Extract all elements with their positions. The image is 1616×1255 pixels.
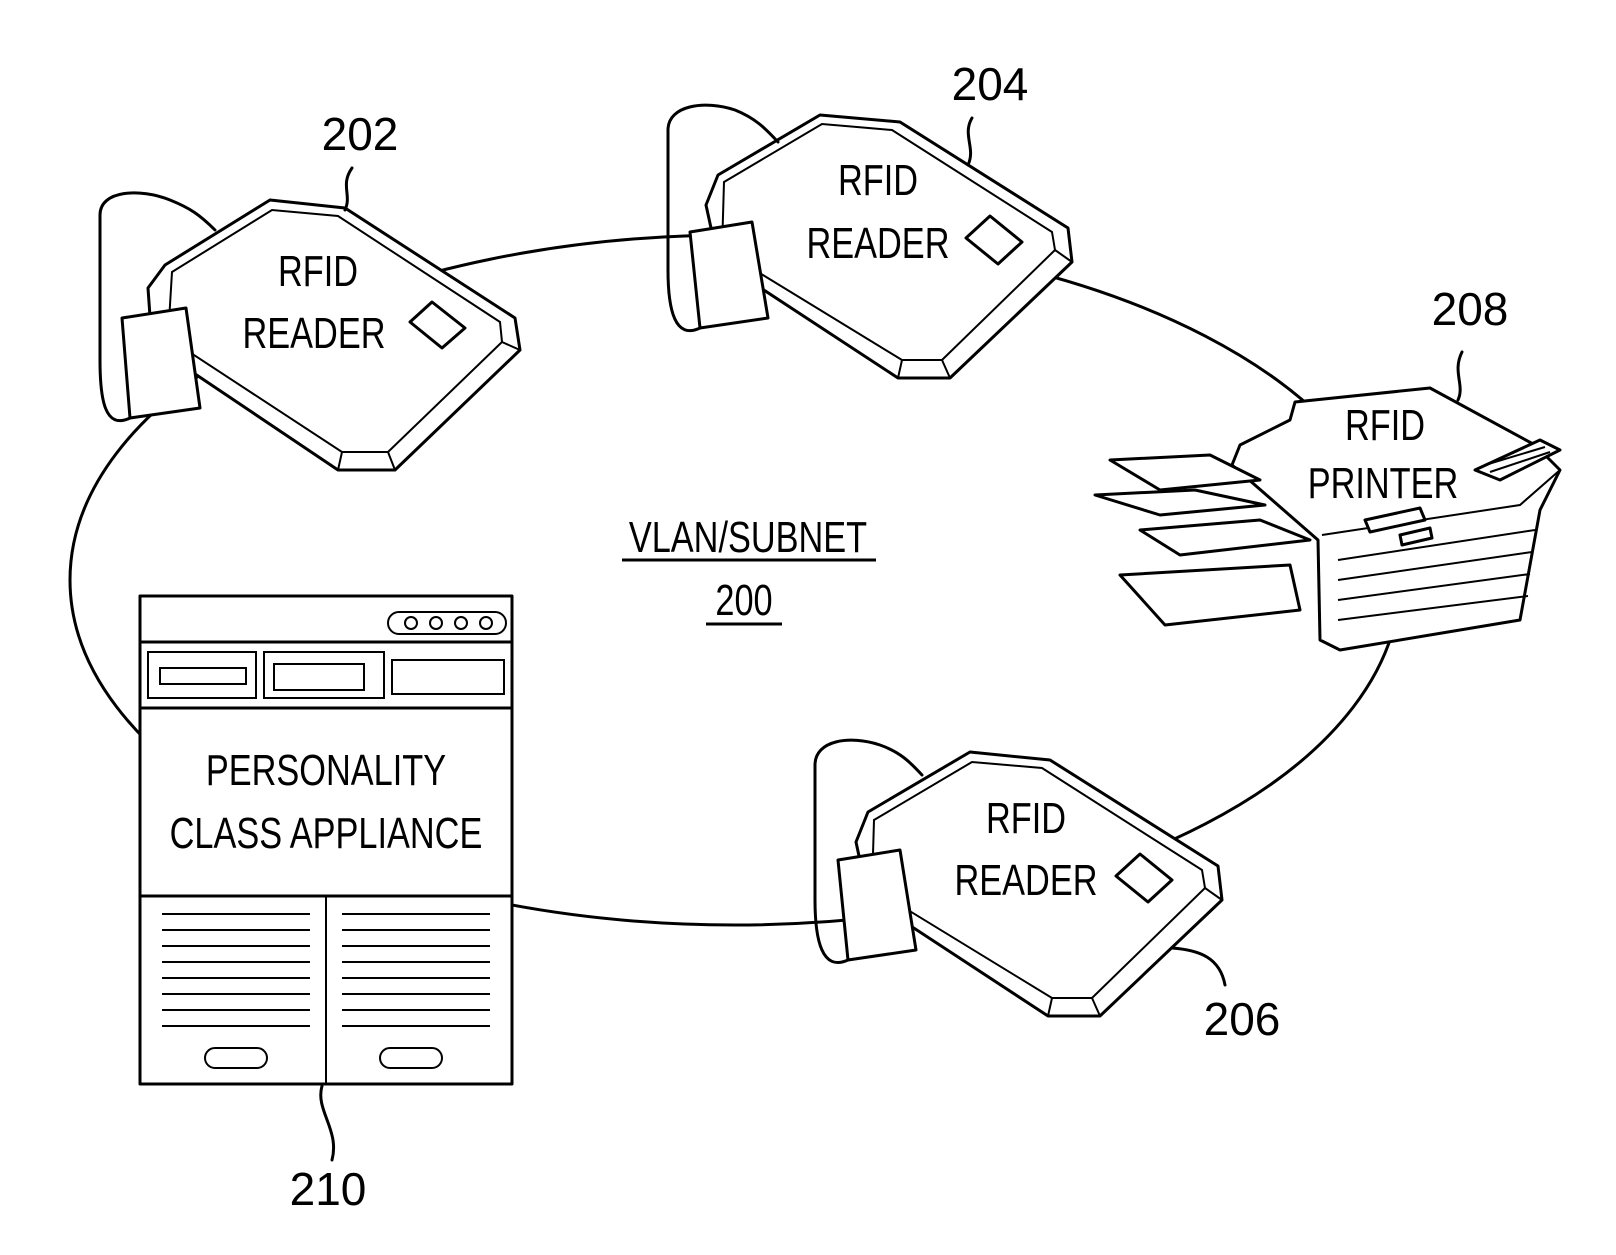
rfid-printer-208: RFID PRINTER 208 <box>1095 283 1560 650</box>
network-ref: 200 <box>715 576 772 625</box>
printer-208-line1: RFID <box>1345 401 1425 450</box>
reader-206-line1: RFID <box>986 794 1066 843</box>
reader-202-line1: RFID <box>278 247 358 296</box>
reader-204-line1: RFID <box>838 156 918 205</box>
reader-204-ref: 204 <box>952 58 1029 110</box>
network-label-group: VLAN/SUBNET 200 <box>622 513 876 625</box>
personality-class-appliance-210: PERSONALITY CLASS APPLIANCE 210 <box>140 596 512 1215</box>
reader-204-line2: READER <box>807 219 950 268</box>
printer-208-line2: PRINTER <box>1308 459 1459 508</box>
printer-208-ref: 208 <box>1432 283 1509 335</box>
appliance-210-line2: CLASS APPLIANCE <box>170 809 483 858</box>
appliance-210-line1: PERSONALITY <box>206 746 446 795</box>
rfid-reader-206: RFID READER 206 <box>815 740 1280 1045</box>
appliance-210-ref: 210 <box>290 1163 367 1215</box>
reader-206-ref: 206 <box>1204 993 1281 1045</box>
reader-202-ref: 202 <box>322 108 399 160</box>
network-label: VLAN/SUBNET <box>629 513 867 562</box>
reader-202-line2: READER <box>243 309 386 358</box>
reader-206-line2: READER <box>955 856 1098 905</box>
rfid-reader-204: RFID READER 204 <box>668 58 1072 378</box>
rfid-reader-202: RFID READER 202 <box>100 108 520 470</box>
